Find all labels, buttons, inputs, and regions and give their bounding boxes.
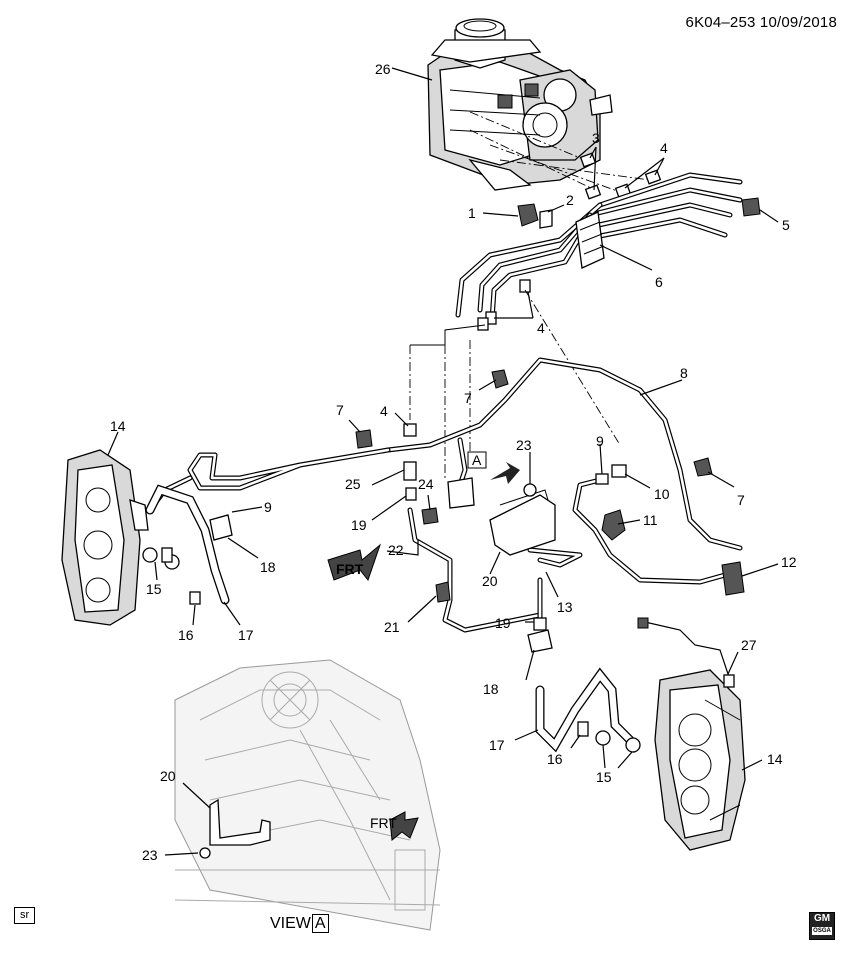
callout-17a: 17 bbox=[238, 627, 254, 643]
callout-numbers: 1 2 3 4 4 4 5 6 7 7 7 8 9 9 10 11 12 13 … bbox=[110, 61, 797, 863]
callout-7b: 7 bbox=[464, 390, 472, 406]
union bbox=[403, 461, 417, 481]
connector bbox=[721, 561, 745, 596]
callout-20a: 20 bbox=[482, 573, 498, 589]
banjo-bolt bbox=[161, 547, 173, 563]
fitting bbox=[477, 317, 489, 331]
frt-arrow-left bbox=[327, 543, 382, 582]
callout-26: 26 bbox=[375, 61, 391, 77]
fitting bbox=[533, 617, 547, 631]
callout-6: 6 bbox=[655, 274, 663, 290]
callout-25: 25 bbox=[345, 476, 361, 492]
view-a-letter: A bbox=[472, 452, 482, 468]
hose-bracket bbox=[209, 514, 233, 541]
callout-4a: 4 bbox=[660, 140, 668, 156]
washer bbox=[625, 737, 641, 753]
diagram-code: 6K04–253 bbox=[685, 14, 756, 31]
callout-10: 10 bbox=[654, 486, 670, 502]
callout-13: 13 bbox=[557, 599, 573, 615]
gm-logo-sub: OSGA bbox=[812, 927, 832, 935]
callout-18b: 18 bbox=[483, 681, 499, 697]
fitting bbox=[405, 487, 417, 501]
brake-pipe-long bbox=[385, 357, 743, 551]
junction-block bbox=[421, 477, 556, 556]
brake-module-assembly bbox=[427, 18, 613, 191]
gm-logo: GM OSGA bbox=[809, 912, 835, 940]
view-a-arrow bbox=[467, 451, 520, 484]
left-caliper bbox=[61, 449, 149, 626]
callout-24: 24 bbox=[418, 476, 434, 492]
brake-pipe-bundle bbox=[455, 172, 743, 323]
callout-22: 22 bbox=[388, 542, 404, 558]
left-flex-hose bbox=[145, 484, 230, 605]
view-a-inset bbox=[174, 659, 441, 931]
bolt bbox=[189, 591, 201, 605]
callout-8: 8 bbox=[680, 365, 688, 381]
right-flex-hose bbox=[535, 667, 635, 753]
grommet bbox=[523, 483, 537, 497]
callout-20b: 20 bbox=[160, 768, 176, 784]
callout-5: 5 bbox=[782, 217, 790, 233]
right-caliper bbox=[654, 669, 746, 851]
sr-badge: sr bbox=[14, 907, 36, 924]
callout-27: 27 bbox=[741, 637, 757, 653]
callout-15b: 15 bbox=[596, 769, 612, 785]
connector bbox=[741, 197, 761, 217]
callout-19a: 19 bbox=[351, 517, 367, 533]
callout-14a: 14 bbox=[110, 418, 126, 434]
callout-1: 1 bbox=[468, 205, 476, 221]
callout-17b: 17 bbox=[489, 737, 505, 753]
washer bbox=[142, 547, 158, 563]
callout-21: 21 bbox=[384, 619, 400, 635]
fitting bbox=[519, 279, 531, 293]
bolt bbox=[577, 721, 589, 737]
callout-14b: 14 bbox=[767, 751, 783, 767]
washer bbox=[595, 730, 611, 746]
clip-and-bracket bbox=[517, 203, 553, 229]
fitting bbox=[403, 423, 417, 437]
callout-9b: 9 bbox=[596, 433, 604, 449]
view-text: VIEW bbox=[270, 915, 311, 932]
callout-7a: 7 bbox=[336, 402, 344, 418]
wheel-speed-sensor bbox=[637, 617, 735, 688]
bracket bbox=[435, 581, 451, 603]
frt-left-label: FRT bbox=[336, 561, 364, 577]
callout-23a: 23 bbox=[516, 437, 532, 453]
hose-bracket bbox=[527, 629, 553, 653]
gm-logo-text: GM bbox=[813, 913, 831, 924]
callout-11: 11 bbox=[643, 512, 658, 528]
clip bbox=[491, 369, 509, 389]
clip bbox=[355, 429, 373, 449]
callout-3: 3 bbox=[592, 130, 600, 146]
callout-23b: 23 bbox=[142, 847, 158, 863]
diagram-date: 10/09/2018 bbox=[759, 14, 837, 31]
callout-4b: 4 bbox=[537, 320, 545, 336]
callout-15a: 15 bbox=[146, 581, 162, 597]
diagram-header: 6K04–253 10/09/2018 bbox=[686, 14, 837, 31]
callout-16b: 16 bbox=[547, 751, 563, 767]
callout-9a: 9 bbox=[264, 499, 272, 515]
view-letter: A bbox=[311, 914, 329, 933]
callout-7c: 7 bbox=[737, 492, 745, 508]
callout-12: 12 bbox=[781, 554, 797, 570]
leader-lines bbox=[107, 67, 779, 856]
callout-2: 2 bbox=[566, 192, 574, 208]
callout-4c: 4 bbox=[380, 403, 388, 419]
connector bbox=[601, 509, 626, 541]
callout-16a: 16 bbox=[178, 627, 194, 643]
callout-19b: 19 bbox=[495, 615, 511, 631]
frt-view-label: FRT bbox=[370, 815, 397, 831]
callout-18a: 18 bbox=[260, 559, 276, 575]
